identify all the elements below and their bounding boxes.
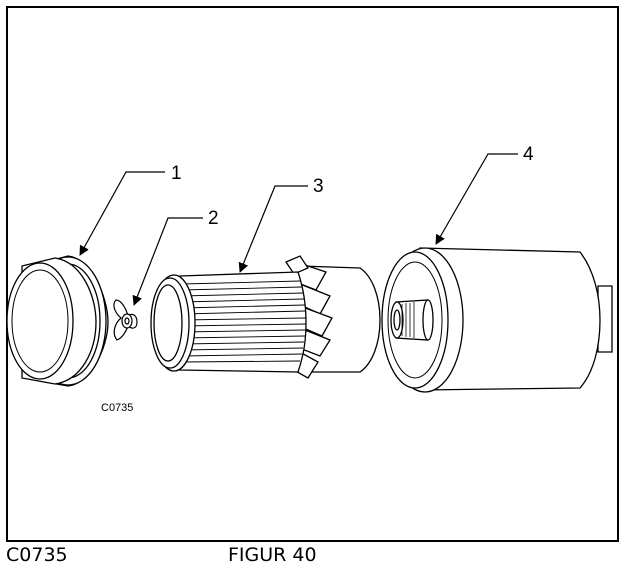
caption-code: C0735: [6, 544, 68, 566]
part-4-filter-housing: [381, 247, 613, 393]
exploded-filter-diagram: 1 2 3 4 C0735: [6, 144, 613, 414]
image-code-label: C0735: [101, 402, 133, 414]
callout-1: 1: [171, 163, 182, 184]
part-2-wing-nut: [113, 299, 138, 341]
callout-2: 2: [208, 208, 219, 229]
figure-caption: FIGUR 40: [228, 544, 317, 566]
part-3-filter-cartridge: [150, 255, 381, 379]
figure-frame: [6, 6, 619, 542]
callout-4: 4: [523, 144, 534, 165]
callout-3: 3: [313, 176, 324, 197]
part-1-end-cap: [6, 255, 109, 387]
leader-lines: [79, 153, 518, 306]
